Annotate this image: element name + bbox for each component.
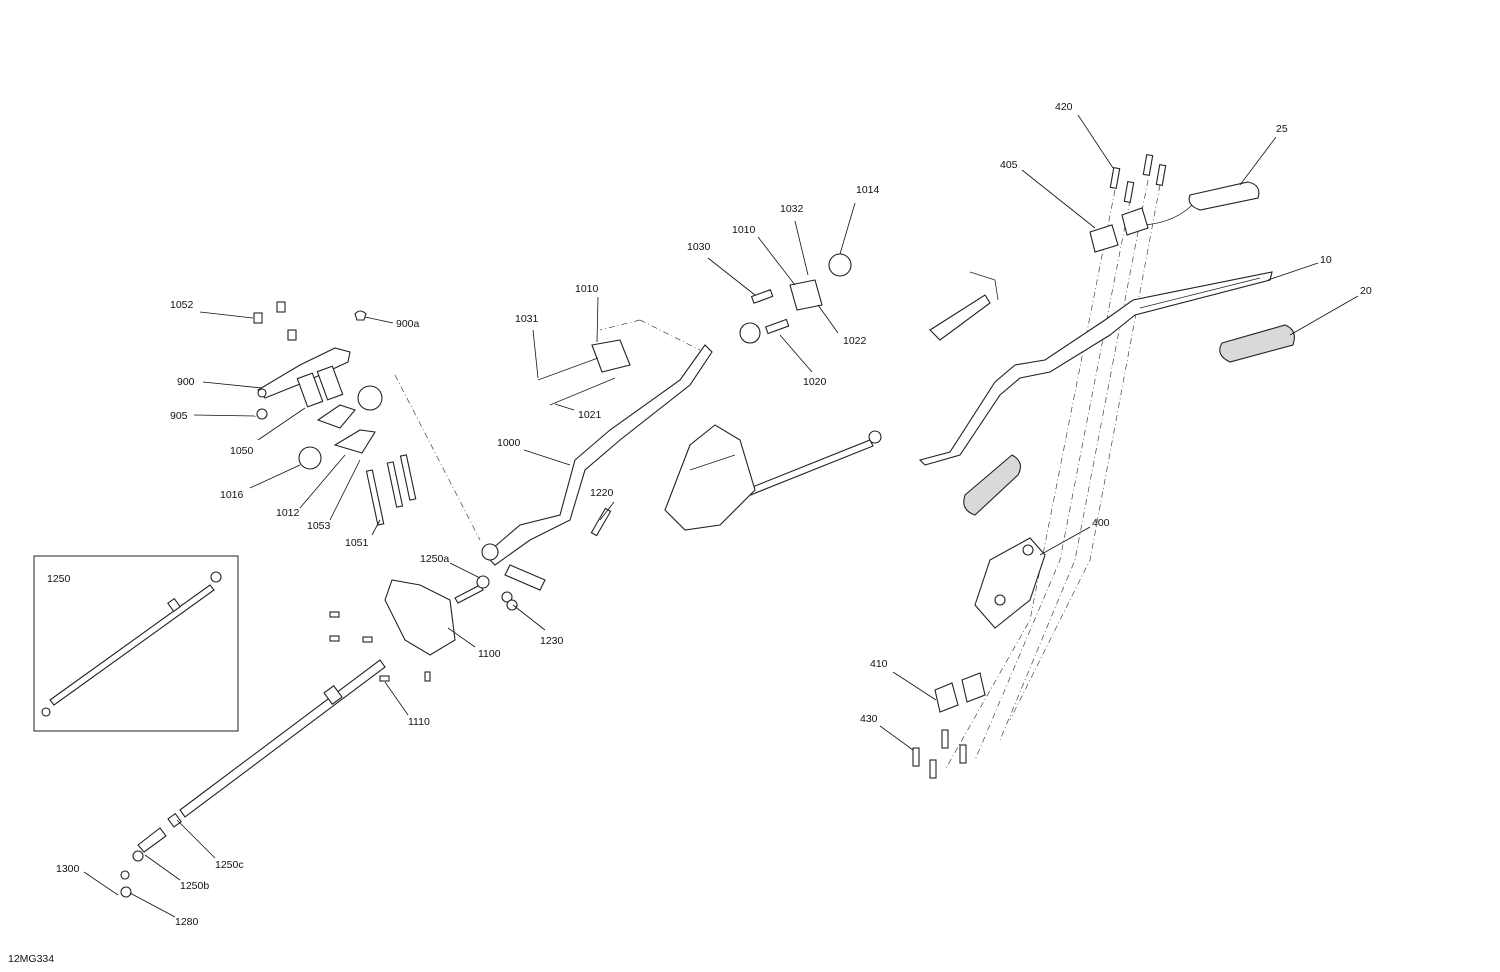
callout-1010-left: 1010 <box>575 283 599 295</box>
callout-900a: 900a <box>396 318 420 330</box>
callout-1050: 1050 <box>230 445 254 457</box>
column-bushing-clamp <box>537 339 631 406</box>
callout-1051: 1051 <box>345 537 369 549</box>
handlebar-riser <box>974 537 1046 629</box>
assembly-centerlines <box>394 179 1161 771</box>
throttle-cable-bracket <box>929 271 999 341</box>
bolt-1220 <box>590 507 612 537</box>
steering-column <box>481 344 713 591</box>
upper-support-bracket <box>257 347 351 399</box>
callout-1020: 1020 <box>803 376 827 388</box>
inset-box-1250 <box>33 555 239 732</box>
callout-1031: 1031 <box>515 313 539 325</box>
callout-430: 430 <box>860 713 878 725</box>
seal-rings <box>298 385 383 470</box>
callout-10: 10 <box>1320 254 1332 266</box>
callout-900: 900 <box>177 376 195 388</box>
leader-lines <box>83 114 1359 918</box>
callout-1220: 1220 <box>590 487 614 499</box>
screws-1110 <box>329 611 431 682</box>
handlebar <box>918 271 1273 466</box>
lower-bolts <box>912 729 967 779</box>
steering-cover-upper <box>664 424 756 531</box>
callout-1010-right: 1010 <box>732 224 756 236</box>
callout-1032: 1032 <box>780 203 804 215</box>
nut-905 <box>256 408 268 420</box>
callout-405: 405 <box>1000 159 1018 171</box>
callout-labels: 420 25 405 10 20 400 410 430 1014 1032 1… <box>8 101 1372 965</box>
callout-1100: 1100 <box>478 648 501 660</box>
column-bearing-halves <box>296 365 376 454</box>
callout-1053: 1053 <box>307 520 331 532</box>
callout-1022: 1022 <box>843 335 867 347</box>
callout-905: 905 <box>170 410 188 422</box>
callout-1250c: 1250c <box>215 859 244 871</box>
callout-420: 420 <box>1055 101 1073 113</box>
long-bolts-1051 <box>365 454 417 526</box>
heated-grip-wire <box>1144 181 1260 226</box>
lower-clamps <box>934 672 986 713</box>
upper-bolts <box>1109 153 1167 204</box>
callout-1300: 1300 <box>56 863 80 875</box>
callout-25: 25 <box>1276 123 1288 135</box>
nut-1230 <box>501 591 518 611</box>
callout-1014: 1014 <box>856 184 880 196</box>
callout-20: 20 <box>1360 285 1372 297</box>
callout-1030: 1030 <box>687 241 711 253</box>
callout-1000: 1000 <box>497 437 521 449</box>
callout-1250a: 1250a <box>420 553 449 565</box>
upper-clamps <box>1089 207 1149 253</box>
callout-400: 400 <box>1092 517 1110 529</box>
callout-1110: 1110 <box>408 716 430 728</box>
tie-rod-lower <box>120 659 386 898</box>
upper-bearing-parts <box>739 253 852 344</box>
grip-right <box>1219 324 1295 363</box>
callout-1021: 1021 <box>578 409 602 421</box>
tie-rod-end-1250a <box>454 575 490 604</box>
callout-1052: 1052 <box>170 299 194 311</box>
callout-1250b: 1250b <box>180 880 209 892</box>
callout-1016: 1016 <box>220 489 244 501</box>
callout-410: 410 <box>870 658 888 670</box>
callout-1280: 1280 <box>175 916 199 928</box>
callout-1012: 1012 <box>276 507 300 519</box>
grip-left <box>963 454 1021 516</box>
inset-label: 1250 <box>47 573 71 585</box>
bracket-bolts <box>253 301 367 341</box>
steering-cover-lower <box>384 579 456 656</box>
figure-id: 12MG334 <box>8 953 54 965</box>
callout-1230: 1230 <box>540 635 564 647</box>
